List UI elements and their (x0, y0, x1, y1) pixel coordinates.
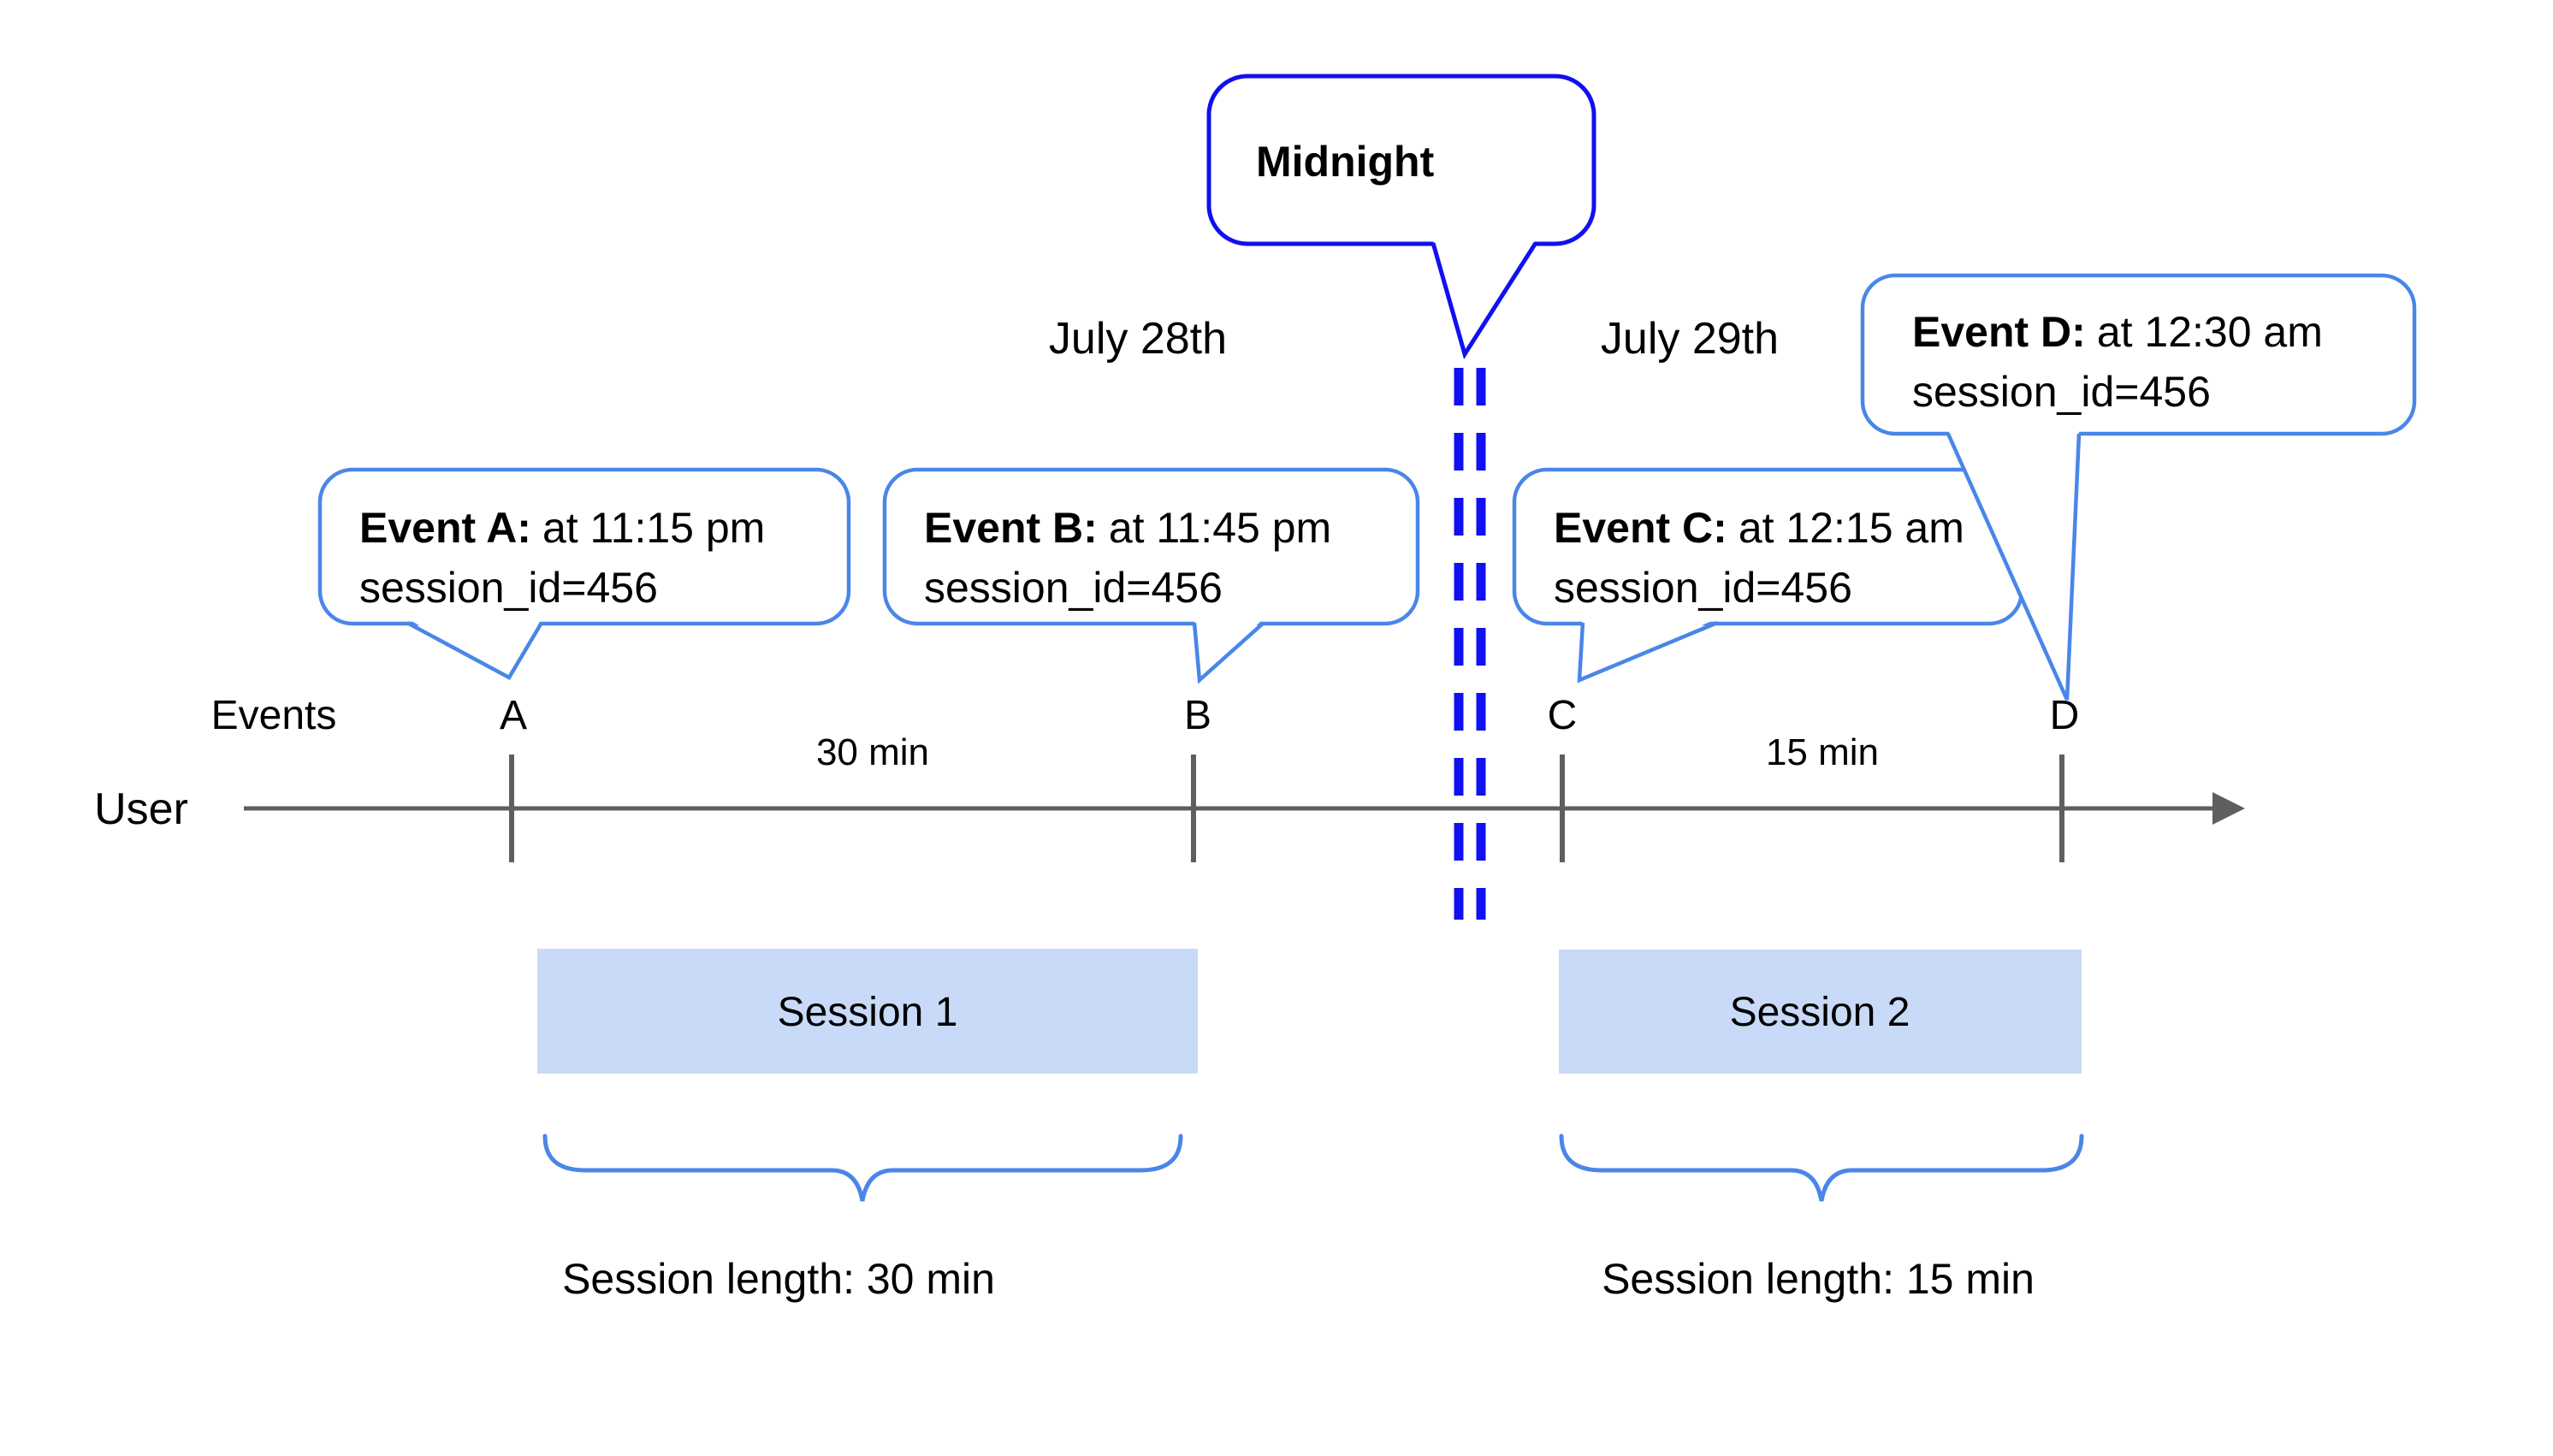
event-a-time: at 11:15 pm (542, 504, 765, 552)
event-b-callout-tail (1194, 619, 1264, 680)
session-1-box (537, 949, 1198, 1074)
event-d-callout: Event D:at 12:30 am session_id=456 (1860, 273, 2417, 701)
event-a-callout-body (317, 467, 851, 626)
event-c-title: Event C: (1554, 504, 1727, 552)
event-b-title-line: Event B:at 11:45 pm (924, 504, 1331, 552)
event-b-session-id: session_id=456 (924, 564, 1223, 612)
session-1-length-label: Session length: 30 min (562, 1255, 995, 1303)
event-c-callout: Event C:at 12:15 am session_id=456 (1512, 467, 2024, 684)
event-a-callout-tail (407, 619, 542, 678)
midnight-callout: Midnight (1206, 74, 1596, 360)
interval-30min-label: 30 min (816, 731, 929, 773)
midnight-callout-body (1206, 74, 1596, 246)
session-2: Session 2 Session length: 15 min (1559, 950, 2084, 1303)
timeline-arrowhead (2212, 792, 2245, 825)
event-c-title-line: Event C:at 12:15 am (1554, 504, 1964, 552)
user-label: User (94, 784, 188, 834)
event-c-session-id: session_id=456 (1554, 564, 1852, 612)
event-a-title-line: Event A:at 11:15 pm (359, 504, 765, 552)
session-1-label: Session 1 (778, 990, 958, 1035)
midnight-callout-label: Midnight (1256, 138, 1435, 186)
session-2-brace (1559, 1133, 2084, 1202)
event-d-callout-body (1860, 273, 2417, 436)
event-b-callout-body (882, 467, 1420, 626)
date-label-july-28: July 28th (1049, 314, 1227, 364)
midnight-callout-tail-outline (1431, 241, 1538, 360)
event-b-callout-tail-outline (1192, 621, 1265, 684)
event-c-callout-tail-outline (1577, 620, 1718, 684)
event-letter-a: A (500, 693, 527, 738)
session-2-length-label: Session length: 15 min (1602, 1255, 2035, 1303)
session-1-brace (542, 1133, 1183, 1202)
event-d-callout-tail-outline (1946, 433, 2082, 701)
event-a-session-id: session_id=456 (359, 564, 658, 612)
user-timeline (244, 755, 2245, 862)
event-letter-b: B (1184, 693, 1211, 738)
event-b-callout: Event B:at 11:45 pm session_id=456 (882, 467, 1420, 684)
event-b-title: Event B: (924, 504, 1098, 552)
interval-15min-label: 15 min (1766, 731, 1879, 773)
event-d-title: Event D: (1912, 308, 2086, 356)
date-label-july-29: July 29th (1601, 314, 1779, 364)
event-a-callout: Event A:at 11:15 pm session_id=456 (317, 467, 851, 681)
event-d-session-id: session_id=456 (1912, 368, 2211, 416)
event-d-title-line: Event D:at 12:30 am (1912, 308, 2323, 356)
event-b-time: at 11:45 pm (1109, 504, 1331, 552)
event-letter-c: C (1548, 693, 1578, 738)
event-c-time: at 12:15 am (1739, 504, 1964, 552)
event-d-callout-tail (1948, 430, 2079, 700)
event-a-callout-tail-outline (406, 621, 543, 681)
events-axis-label: Events (211, 693, 337, 738)
session-2-label: Session 2 (1730, 990, 1910, 1035)
session-2-box (1559, 950, 2082, 1074)
event-letter-d: D (2050, 693, 2080, 738)
session-1: Session 1 Session length: 30 min (537, 949, 1198, 1303)
event-d-time: at 12:30 am (2097, 308, 2323, 356)
event-a-title: Event A: (359, 504, 531, 552)
